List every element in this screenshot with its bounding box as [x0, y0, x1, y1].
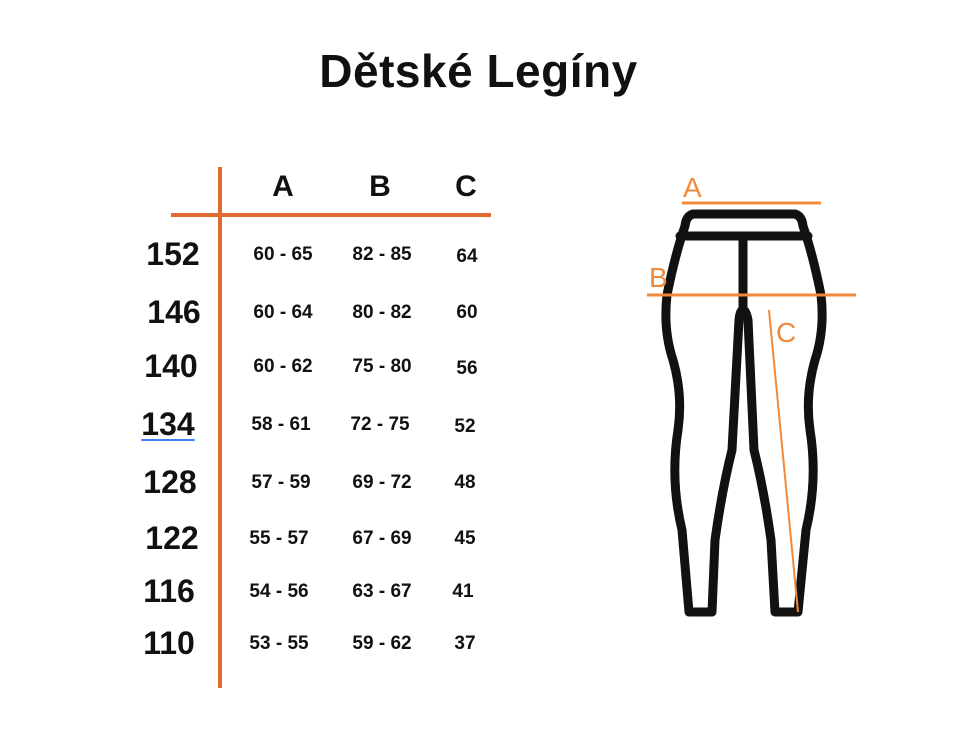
- table-row: 122 55 - 57 67 - 69 45: [0, 520, 520, 560]
- cell-c: 48: [454, 472, 476, 493]
- measurement-lines: [647, 201, 856, 613]
- table-row: 128 57 - 59 69 - 72 48: [0, 464, 520, 504]
- column-header-c: C: [455, 170, 477, 203]
- cell-b: 80 - 82: [352, 302, 412, 323]
- leggings-measurement-diagram: A B C: [647, 172, 856, 617]
- size-label: 146: [147, 294, 201, 330]
- cell-c: 52: [454, 416, 476, 437]
- cell-a: 60 - 62: [253, 356, 313, 377]
- cell-a: 60 - 65: [253, 244, 313, 265]
- cell-a: 58 - 61: [251, 414, 311, 435]
- table-row: 110 53 - 55 59 - 62 37: [0, 625, 520, 665]
- cell-c: 60: [456, 302, 478, 323]
- label-a: A: [683, 172, 702, 203]
- size-label: 122: [145, 520, 199, 556]
- column-header-a: A: [272, 170, 294, 203]
- cell-a: 57 - 59: [251, 472, 311, 493]
- cell-b: 72 - 75: [350, 414, 410, 435]
- size-label: 140: [144, 348, 198, 384]
- page-title: Dětské Legíny: [319, 45, 638, 97]
- cell-b: 82 - 85: [352, 244, 412, 265]
- cell-b: 63 - 67: [352, 581, 412, 602]
- table-horizontal-divider: [171, 213, 491, 217]
- size-label: 152: [146, 236, 200, 272]
- leggings-outline-icon: [661, 209, 827, 617]
- cell-a: 54 - 56: [249, 581, 309, 602]
- cell-c: 56: [456, 358, 478, 379]
- label-c: C: [776, 317, 796, 348]
- cell-c: 45: [454, 528, 476, 549]
- cell-b: 75 - 80: [352, 356, 412, 377]
- table-row: 140 60 - 62 75 - 80 56: [0, 348, 520, 388]
- cell-a: 55 - 57: [249, 528, 309, 549]
- cell-c: 41: [452, 581, 474, 602]
- cell-c: 37: [454, 633, 476, 654]
- size-label: 110: [143, 625, 195, 661]
- table-row: 152 60 - 65 82 - 85 64: [0, 236, 520, 276]
- table-row: 134 58 - 61 72 - 75 52: [0, 406, 520, 446]
- size-label: 128: [143, 464, 197, 500]
- size-label: 134: [141, 406, 195, 442]
- cell-b: 69 - 72: [352, 472, 412, 493]
- cell-b: 59 - 62: [352, 633, 412, 654]
- table-row: 146 60 - 64 80 - 82 60: [0, 294, 520, 334]
- cell-c: 64: [456, 246, 478, 267]
- table-row: 116 54 - 56 63 - 67 41: [0, 573, 520, 613]
- cell-a: 60 - 64: [253, 302, 313, 323]
- size-label: 116: [143, 573, 195, 609]
- label-b: B: [649, 262, 668, 293]
- column-header-b: B: [369, 170, 391, 203]
- cell-b: 67 - 69: [352, 528, 412, 549]
- cell-a: 53 - 55: [249, 633, 309, 654]
- table-vertical-divider: [218, 167, 222, 688]
